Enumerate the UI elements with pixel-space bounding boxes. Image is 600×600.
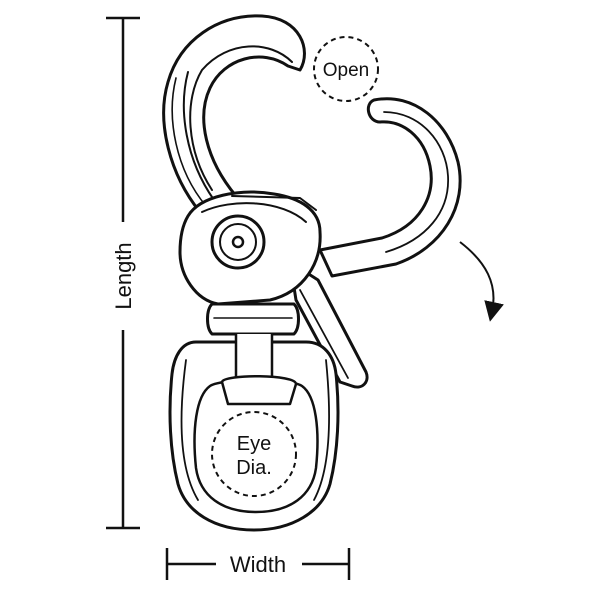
open-label: Open (323, 60, 369, 81)
snap-hook (162, 14, 462, 532)
eye-label-line1: Eye (237, 433, 271, 455)
length-dimension (106, 16, 140, 530)
rotation-arrow (459, 241, 504, 322)
eye-label-line2: Dia. (236, 457, 272, 479)
width-label: Width (230, 552, 286, 577)
width-dimension (165, 548, 351, 580)
swivel-collar (206, 302, 300, 336)
lever (288, 260, 369, 389)
swivel-stem (234, 332, 274, 382)
gate-arm (318, 97, 462, 278)
open-indicator (313, 36, 379, 102)
length-label: Length (111, 242, 136, 309)
eye-diameter-indicator (211, 411, 297, 497)
